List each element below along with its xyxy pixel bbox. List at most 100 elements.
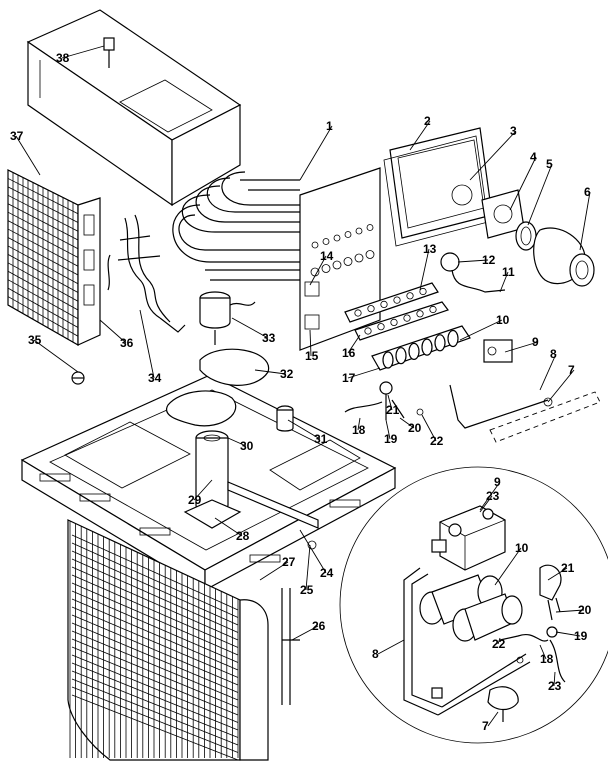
- callout-17: 17: [342, 371, 356, 385]
- detail-callout-21: 21: [561, 561, 575, 575]
- burner-assembly-10: [371, 325, 471, 371]
- detail-leader-line: [487, 711, 499, 727]
- heat-exchanger: [172, 167, 381, 351]
- callout-34: 34: [148, 371, 162, 385]
- leader-line: [299, 125, 333, 181]
- detail-leader-line: [497, 637, 501, 645]
- detail-leader-line: [555, 609, 585, 613]
- inducer-ring-5: [515, 221, 537, 251]
- callout-25: 25: [300, 583, 314, 597]
- callout-8: 8: [550, 347, 557, 361]
- callout-23: 23: [486, 489, 500, 503]
- leader-line: [357, 417, 361, 431]
- detail-burners: [419, 574, 523, 642]
- callout-14: 14: [320, 249, 334, 263]
- burner-strip-13: [344, 282, 439, 323]
- callout-36: 36: [120, 336, 134, 350]
- callout-29: 29: [188, 493, 202, 507]
- detail-callout-19: 19: [574, 629, 588, 643]
- leader-line: [547, 369, 575, 403]
- callout-18: 18: [352, 423, 366, 437]
- left-coil-panel: [7, 169, 101, 347]
- callout-13: 13: [423, 242, 437, 256]
- detail-callout-8: 8: [372, 647, 379, 661]
- callout-15: 15: [305, 349, 319, 363]
- callout-37: 37: [10, 129, 24, 143]
- leader-line: [33, 339, 79, 373]
- igniter-wiring: [344, 381, 424, 420]
- leader-line: [419, 248, 430, 291]
- detail-callout-10: 10: [515, 541, 529, 555]
- leader-line: [459, 319, 503, 341]
- rail-24: [227, 481, 319, 550]
- collector-box-2: [389, 127, 493, 239]
- manifold-pipe-8: [449, 384, 549, 429]
- leader-line: [305, 544, 311, 591]
- callout-21: 21: [386, 403, 400, 417]
- callout-12: 12: [482, 253, 496, 267]
- callout-1: 1: [326, 119, 333, 133]
- leader-line: [259, 561, 289, 581]
- callout-9: 9: [532, 335, 539, 349]
- detail-leader-line: [539, 644, 547, 660]
- top-bracket-38: [103, 37, 115, 51]
- callout-20: 20: [408, 421, 422, 435]
- detail-leader-line: [494, 547, 522, 586]
- leader-line: [527, 163, 553, 226]
- leader-line: [579, 191, 591, 251]
- leader-line: [309, 329, 312, 357]
- wiring-harness: [107, 214, 186, 333]
- leader-line: [291, 625, 319, 641]
- callout-19: 19: [384, 432, 398, 446]
- leader-line: [61, 45, 105, 59]
- leader-line: [139, 309, 155, 379]
- callout-3: 3: [510, 124, 517, 138]
- burner-strip-16: [354, 301, 449, 341]
- cap-31: [276, 405, 294, 432]
- callout-27: 27: [282, 555, 296, 569]
- leader-line: [254, 369, 287, 375]
- leader-line: [499, 271, 509, 293]
- detail-leader-line: [555, 631, 581, 637]
- callout-4: 4: [530, 150, 537, 164]
- leader-line: [399, 417, 415, 429]
- leader-line: [385, 419, 391, 440]
- callout-28: 28: [236, 529, 250, 543]
- leader-line: [214, 517, 243, 537]
- leader-line: [231, 317, 269, 339]
- leader-line: [469, 130, 517, 181]
- leader-line: [347, 367, 381, 379]
- callout-30: 30: [240, 439, 254, 453]
- callout-11: 11: [502, 265, 515, 279]
- leader-line: [347, 334, 361, 354]
- detail-callout-7: 7: [482, 719, 489, 733]
- callout-32: 32: [280, 367, 294, 381]
- callout-24: 24: [320, 566, 334, 580]
- leader-line: [457, 259, 489, 263]
- leader-line: [387, 394, 393, 411]
- bracket-7: [489, 391, 601, 443]
- detail-leader-line: [547, 567, 568, 581]
- leader-line: [421, 414, 437, 442]
- detail-leader-line: [377, 639, 405, 655]
- callout-35: 35: [28, 333, 42, 347]
- leader-line: [479, 495, 493, 513]
- leader-line: [504, 341, 539, 353]
- callout-5: 5: [546, 157, 553, 171]
- leader-line: [15, 135, 41, 176]
- detail-callout-18: 18: [540, 652, 554, 666]
- outdoor-coil-27: [67, 519, 269, 761]
- leader-line: [509, 156, 537, 211]
- leader-line: [539, 353, 557, 391]
- top-cabinet: [26, 9, 242, 207]
- leader-line: [309, 255, 327, 286]
- tube-26: [281, 588, 300, 705]
- leader-line: [299, 529, 327, 574]
- callout-33: 33: [262, 331, 276, 345]
- detail-leader-line: [479, 481, 501, 511]
- leader-line: [99, 319, 127, 344]
- callout-16: 16: [342, 346, 356, 360]
